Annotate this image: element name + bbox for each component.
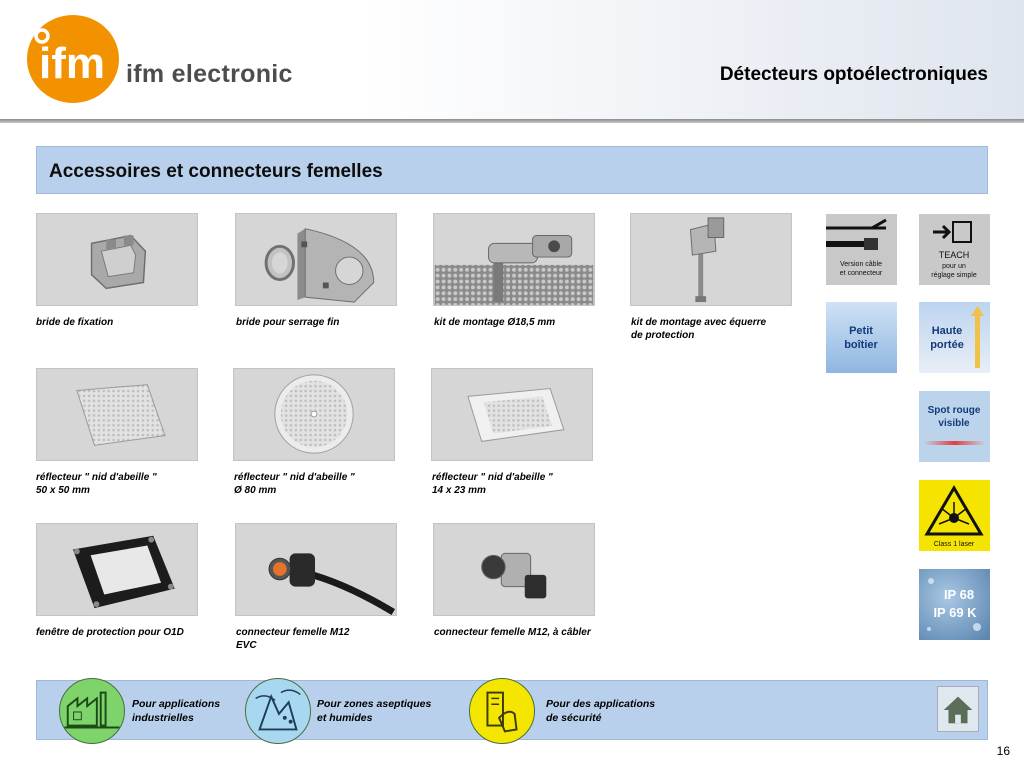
product-label: réflecteur " nid d'abeille "14 x 23 mm [432, 472, 553, 496]
safety-application-icon [469, 678, 535, 744]
cable-connector-icon: Version câble et connecteur [826, 214, 897, 285]
product-label: connecteur femelle M12, à câbler [434, 627, 591, 638]
product-label: bride pour serrage fin [236, 317, 340, 328]
svg-text:pour un: pour un [942, 263, 966, 270]
svg-text:TEACH: TEACH [939, 250, 970, 260]
laser-warning-icon: Class 1 laser [919, 480, 990, 551]
svg-text:Class 1 laser: Class 1 laser [934, 541, 975, 548]
home-button[interactable] [937, 686, 979, 732]
product-label: fenêtre de protection pour O1D [36, 627, 184, 638]
svg-text:visible: visible [938, 418, 970, 429]
svg-text:Haute: Haute [932, 325, 963, 337]
product-image-kit-equerre [630, 213, 792, 306]
small-housing-icon: Petit boîtier [826, 302, 897, 373]
product-image-reflecteur-80 [233, 368, 395, 461]
home-icon [943, 696, 973, 724]
product-image-connecteur-cabler [433, 523, 595, 616]
long-range-icon: Haute portée [919, 302, 990, 373]
header-bar [0, 0, 1024, 120]
industrial-application-icon [59, 678, 125, 744]
section-title: Accessoires et connecteurs femelles [49, 161, 383, 182]
product-label: réflecteur " nid d'abeille "Ø 80 mm [234, 472, 355, 496]
teach-icon: TEACH pour un réglage simple [919, 214, 990, 285]
page-number: 16 [996, 744, 1010, 758]
ifm-logo: ifm [26, 14, 120, 104]
product-image-fenetre-protection [36, 523, 198, 616]
product-image-bride-fixation [36, 213, 198, 306]
svg-text:boîtier: boîtier [844, 339, 878, 351]
svg-text:Spot rouge: Spot rouge [928, 405, 981, 416]
product-image-kit-montage [433, 213, 595, 306]
svg-text:réglage simple: réglage simple [931, 272, 977, 279]
header-divider [0, 119, 1024, 123]
red-spot-icon: Spot rouge visible [919, 391, 990, 462]
product-label: bride de fixation [36, 317, 114, 328]
product-label: kit de montage Ø18,5 mm [434, 317, 556, 328]
svg-text:IP 69 K: IP 69 K [933, 605, 977, 620]
ip-rating-icon: IP 68 IP 69 K [919, 569, 990, 640]
svg-text:IP 68: IP 68 [944, 587, 974, 602]
svg-text:et connecteur: et connecteur [840, 270, 883, 277]
product-label: réflecteur " nid d'abeille "50 x 50 mm [36, 472, 157, 496]
svg-text:Version câble: Version câble [840, 261, 882, 268]
logo-mark-text: ifm [39, 39, 105, 88]
product-image-connecteur-evc [235, 523, 397, 616]
svg-text:portée: portée [930, 339, 964, 351]
product-image-reflecteur-50 [36, 368, 198, 461]
aseptic-zone-icon [245, 678, 311, 744]
section-banner: Accessoires et connecteurs femelles [36, 146, 988, 194]
product-image-reflecteur-14 [431, 368, 593, 461]
product-image-bride-serrage [235, 213, 397, 306]
brand-name: ifm electronic [126, 60, 293, 88]
page-title: Détecteurs optoélectroniques [719, 64, 988, 85]
svg-text:Petit: Petit [849, 325, 873, 337]
